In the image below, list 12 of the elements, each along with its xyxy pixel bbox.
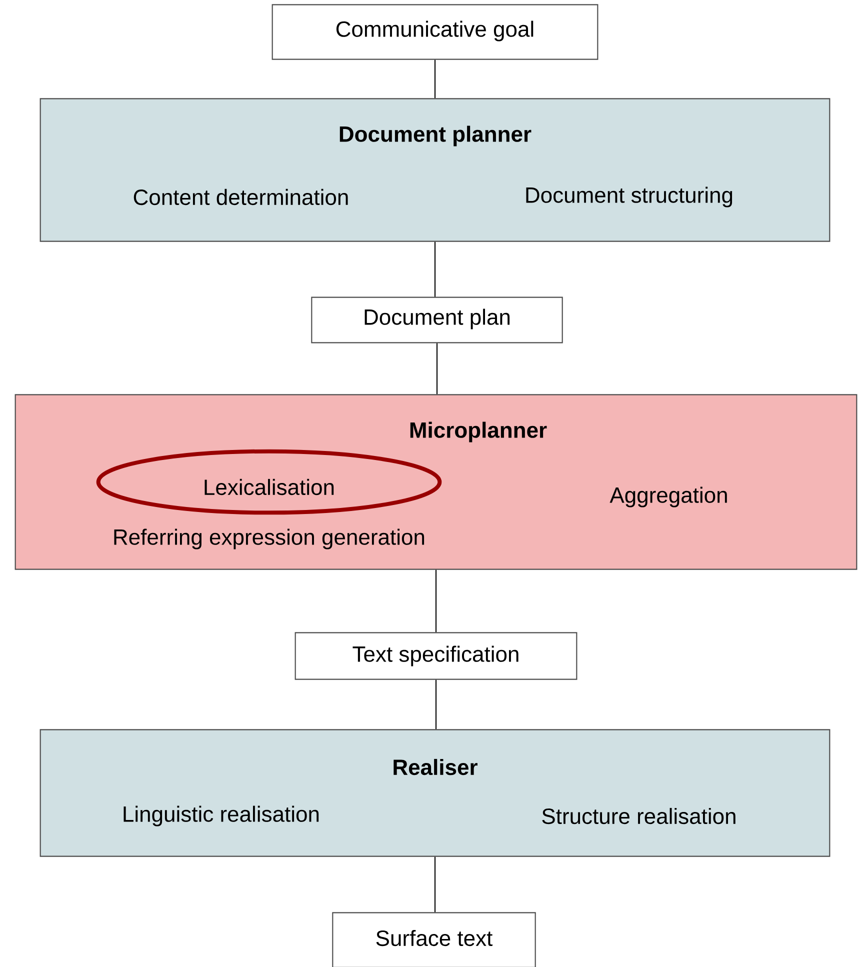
data-box: Text specification xyxy=(294,632,578,680)
connector-line xyxy=(434,60,436,98)
data-box: Communicative goal xyxy=(272,4,598,60)
stage-box: Realiser Linguistic realisation Structure realisation xyxy=(40,729,830,857)
connector-line xyxy=(434,856,436,912)
connector-line xyxy=(435,680,437,730)
data-box: Document plan xyxy=(311,296,563,344)
stage-box: Document planner Content determination Document structuring xyxy=(40,98,830,242)
connector-line xyxy=(435,570,437,632)
data-box: Surface text xyxy=(332,912,536,967)
connector-line xyxy=(436,343,438,394)
connector-line xyxy=(434,242,436,297)
